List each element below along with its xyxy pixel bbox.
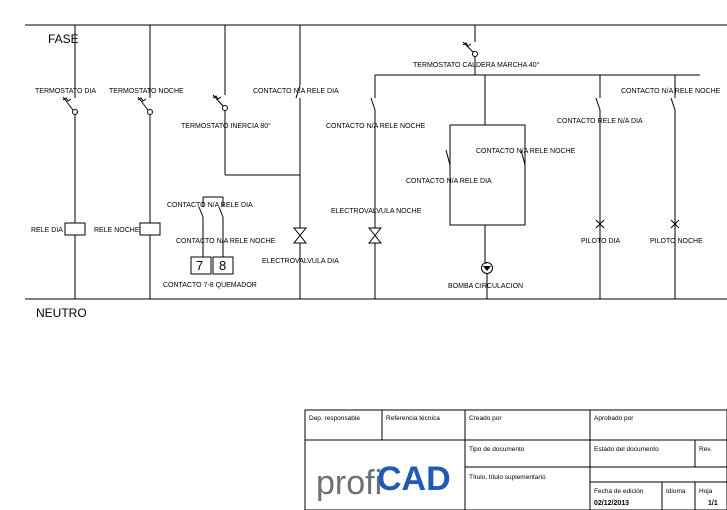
termostato-caldera-label: TERMOSTATO CALDERA MARCHA 40° [413,61,540,69]
branch-rele-dia: TERMOSTATO DIA RELE DIA [31,25,96,299]
piloto-dia-label: PILOTO DIA [581,238,620,245]
contacto-noche-right-label: CONTACTO N/A RELE NOCHE [621,88,721,95]
proficad-logo-prefix: profi [316,464,382,502]
contacto-dia-top-label: CONTACTO N/A RELE DIA [253,88,339,95]
electrovalvula-dia-label: ELECTROVALVULA DIA [262,258,339,265]
creado-por-label: Creado por [469,415,502,422]
contacto-quemador-label: CONTACTO 7-8 QUEMADOR [163,282,257,289]
termostato-inercia-label: TERMOSTATO INERCIA 80° [181,122,271,130]
branch-piloto-dia: CONTACTO RELE N/A DIA PILOTO DIA [557,75,643,299]
branch-bomba: CONTACTO N/A RELE NOCHE CONTACTO N/A REL… [406,75,576,299]
rele-noche-label: RELE NOCHE [94,227,140,234]
terminal-7 [191,257,211,274]
electrovalvula-noche-label: ELECTROVALVULA NOCHE [331,208,422,215]
piloto-noche-label: PILOTO NOCHE [650,238,703,245]
dep-responsable-label: Dep. responsable [309,415,360,422]
bomba-label: BOMBA CIRCULACION [448,283,523,290]
electrovalvula-noche-icon [369,228,381,243]
branch-piloto-noche: CONTACTO N/A RELE NOCHE PILOTO NOCHE [621,75,721,299]
titulo-label: Título, título suplementario [469,474,546,481]
terminal-8-label: 8 [219,258,226,273]
rele-noche-coil [140,223,160,235]
contacto-dia-box-label: CONTACTO N/A RELE DIA [406,178,492,185]
branch-caldera: TERMOSTATO CALDERA MARCHA 40° [375,25,700,75]
terminal-7-label: 7 [196,258,203,273]
contacto-noche-box-label: CONTACTO N/A RELE NOCHE [476,148,576,155]
neutral-label: NEUTRO [36,306,87,320]
phase-label: FASE [48,32,79,46]
fecha-edicion-label: Fecha de edición [594,488,644,495]
fecha-edicion-value: 02/12/2013 [594,500,629,507]
hoja-value: 1/1 [708,500,718,507]
rele-dia-coil [65,223,85,235]
contacto-dia-burner-label: CONTACTO N/A RELE DIA [167,202,253,209]
referencia-tecnica-label: Referencia técnica [386,415,440,422]
branch-electrovalvula-dia: CONTACTO N/A RELE DIA ELECTROVALVULA DIA [253,25,339,299]
electrovalvula-dia-icon [294,228,306,243]
rev-label: Rev. [699,446,712,453]
contacto-noche-main-label: CONTACTO N/A RELE NOCHE [326,123,426,130]
termostato-dia-label: TERMOSTATO DIA [35,88,96,95]
termostato-noche-label: TERMOSTATO NOCHE [109,88,184,95]
contacto-noche-burner-label: CONTACTO N/A RELE NOCHE [176,238,276,245]
tipo-documento-label: Tipo de documento [469,446,525,453]
estado-documento-label: Estado del documento [594,446,659,453]
title-block: Dep. responsable Referencia técnica Crea… [305,410,727,510]
hoja-label: Hoja [699,488,713,495]
idioma-label: Idioma [666,488,686,495]
terminal-8 [213,257,233,274]
rele-dia-label: RELE DIA [31,227,63,234]
contacto-dia-right-label: CONTACTO RELE N/A DIA [557,118,643,125]
branch-quemador: 7 8 TERMOSTATO INERCIA 80° CONTACTO N/A … [163,25,300,289]
aprobado-por-label: Aprobado por [594,415,634,422]
branch-rele-noche: TERMOSTATO NOCHE RELE NOCHE [94,25,184,299]
proficad-logo-main: CAD [377,460,451,498]
branch-electrovalvula-noche: CONTACTO N/A RELE NOCHE ELECTROVALVULA N… [326,75,426,299]
